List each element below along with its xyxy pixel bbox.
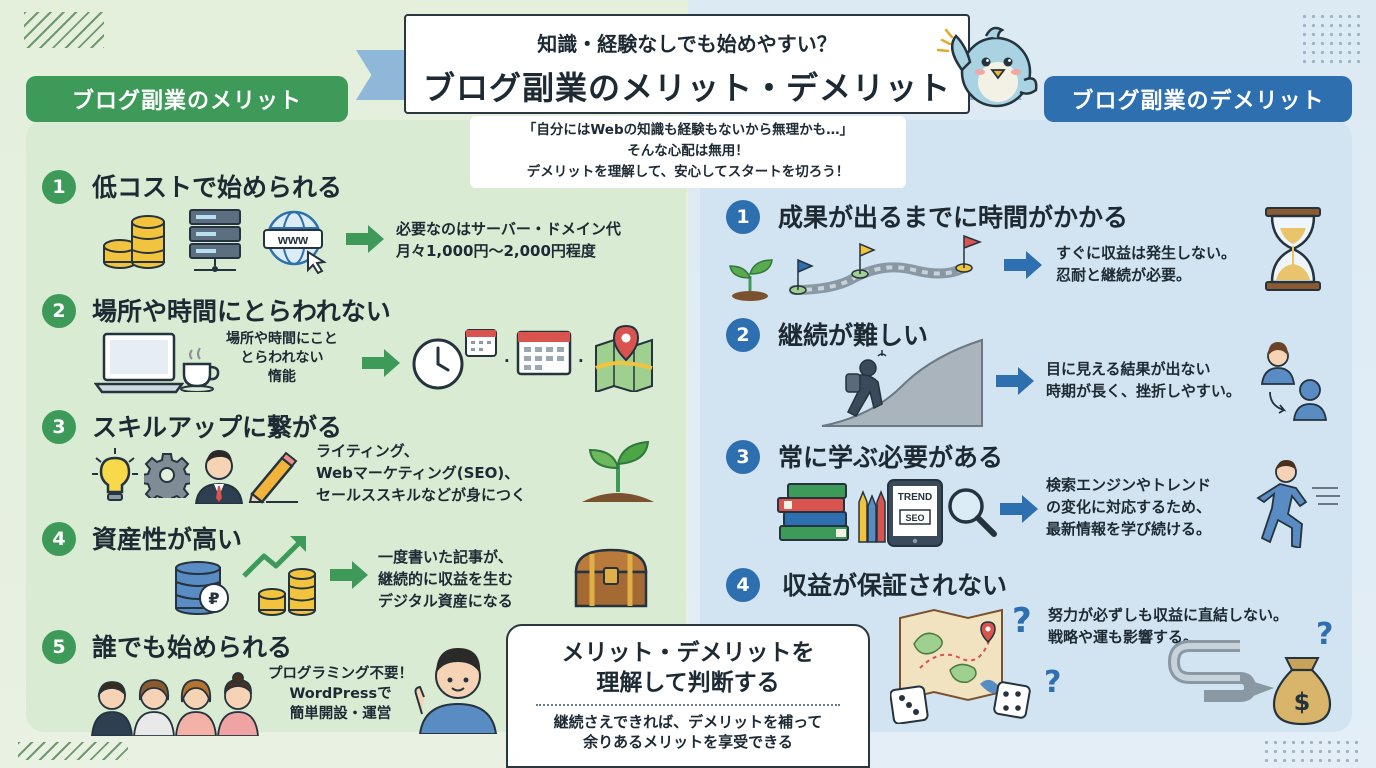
page-title: ブログ副業のメリット・デメリット bbox=[422, 69, 951, 107]
money-bag-icon: $ bbox=[1272, 657, 1332, 726]
question-mark-icon: ? bbox=[1316, 617, 1334, 652]
dot-separator: · bbox=[504, 352, 510, 370]
seo-label: SEO bbox=[905, 513, 924, 523]
books-icon bbox=[777, 483, 849, 541]
merit-3-title: スキルアップに繋がる bbox=[92, 413, 343, 442]
bird-mascot-icon bbox=[936, 26, 1038, 108]
question-mark-icon: ? bbox=[1012, 601, 1032, 641]
climbing-slope-icon bbox=[821, 338, 983, 427]
demerit-3-title: 常に学ぶ必要がある bbox=[778, 443, 1004, 472]
merit-5-title: 誰でも始められる bbox=[92, 633, 293, 662]
question-mark-icon: ? bbox=[1044, 665, 1062, 700]
demerit-4-number: 4 bbox=[726, 568, 760, 602]
merit-5-number: 5 bbox=[42, 630, 76, 664]
clock-icon bbox=[412, 338, 464, 390]
treasure-map-dice-icon bbox=[890, 608, 1031, 724]
decor-dots-bottom bbox=[1262, 738, 1358, 762]
treasure-chest-icon bbox=[574, 548, 648, 608]
database-coin-icon: ₽ bbox=[175, 561, 229, 615]
title-subtitle: 知識・経験なしでも始めやすい？ bbox=[537, 32, 837, 56]
businessman-icon bbox=[194, 450, 244, 504]
svg-text:₽: ₽ bbox=[208, 589, 219, 608]
coins-stack-icon bbox=[258, 568, 316, 616]
arrow-right-icon bbox=[1004, 251, 1042, 279]
running-person-icon bbox=[1256, 460, 1340, 548]
progress-road-flags-icon bbox=[729, 234, 983, 301]
demerit-4-title: 収益が保証されない bbox=[782, 571, 1008, 600]
merit-4-number: 4 bbox=[42, 522, 76, 556]
merit-4-title: 資産性が高い bbox=[92, 525, 243, 554]
merit-4-desc: 一度書いた記事が、 継続的に収益を生む デジタル資産になる bbox=[378, 548, 514, 610]
demerit-1-desc: すぐに収益は発生しない。 忍耐と継続が必要。 bbox=[1056, 244, 1237, 284]
people-group-icon bbox=[91, 672, 259, 736]
pencil-icon bbox=[248, 451, 298, 504]
merit-1-title: 低コストで始められる bbox=[92, 173, 343, 202]
magnifier-icon bbox=[948, 488, 997, 537]
demerit-header: ブログ副業のデメリット bbox=[1044, 76, 1352, 122]
merit-2-title: 場所や時間にとらわれない bbox=[92, 297, 391, 326]
arrow-right-icon bbox=[996, 367, 1034, 395]
map-pin-icon bbox=[595, 324, 653, 392]
coffee-cup-icon bbox=[180, 347, 220, 392]
arrow-right-icon bbox=[1000, 495, 1038, 523]
arrow-right-icon bbox=[330, 561, 368, 589]
people-disconnect-icon bbox=[1260, 342, 1328, 421]
sprout-icon bbox=[582, 440, 654, 502]
demerit-2-title: 継続が難しい bbox=[778, 321, 929, 350]
summary-body: 継続さえできれば、デメリットを補って 余りあるメリットを享受できる bbox=[553, 713, 823, 751]
merit-3-desc: ライティング、 Webマーケティング(SEO)、 セールススキルなどが身につく bbox=[316, 442, 527, 504]
decor-stripes-bottom bbox=[18, 742, 128, 760]
laptop-icon bbox=[94, 332, 184, 394]
merit-header: ブログ副業のメリット bbox=[26, 76, 348, 122]
demerit-1-number: 1 bbox=[726, 200, 760, 234]
www-label: www bbox=[277, 232, 309, 247]
decor-stripes-top bbox=[24, 12, 104, 48]
trend-label: TREND bbox=[898, 492, 932, 503]
summary-box: メリット・デメリットを 理解して判断する 継続さえできれば、デメリットを補って … bbox=[506, 624, 870, 768]
demerit-1-title: 成果が出るまでに時間がかかる bbox=[778, 203, 1129, 232]
arrow-right-icon bbox=[362, 349, 400, 377]
merit-1-number: 1 bbox=[42, 170, 76, 204]
demerit-2-desc: 目に見える結果が出ない 時期が長く、挫折しやすい。 bbox=[1046, 360, 1241, 400]
demerit-2-number: 2 bbox=[726, 318, 760, 352]
decor-dots-top bbox=[1300, 12, 1362, 66]
calendar-small-icon bbox=[465, 329, 497, 357]
dot-separator: · bbox=[578, 352, 584, 370]
waving-person-icon bbox=[414, 648, 498, 734]
web-globe-icon: www bbox=[263, 210, 327, 275]
merit-1-desc: 必要なのはサーバー・ドメイン代 月々1,000円～2,000円程度 bbox=[396, 220, 621, 260]
coins-icon bbox=[103, 215, 165, 269]
growth-arrow-icon bbox=[242, 536, 306, 578]
demerit-4-desc: 努力が必ずしも収益に直結しない。 戦略や運も影響する。 bbox=[1048, 606, 1289, 646]
calendar-icon bbox=[516, 330, 572, 376]
curved-arrow-icon bbox=[1168, 640, 1274, 702]
merit-3-number: 3 bbox=[42, 410, 76, 444]
demerit-3-number: 3 bbox=[726, 440, 760, 474]
title-box: 知識・経験なしでも始めやすい？ ブログ副業のメリット・デメリット bbox=[404, 14, 970, 114]
merit-2-desc: 場所や時間にこと とらわれない 惰能 bbox=[226, 331, 338, 385]
hourglass-icon bbox=[1265, 207, 1321, 291]
pencils-icon bbox=[858, 489, 886, 543]
intro-text: 「自分にはWebの知識も経験もないから無理かも…」 そんな心配は無用！ デメリッ… bbox=[470, 116, 906, 188]
server-icon bbox=[189, 209, 241, 272]
summary-divider bbox=[536, 704, 840, 706]
lightbulb-icon bbox=[92, 448, 138, 501]
summary-title: メリット・デメリットを 理解して判断する bbox=[561, 640, 815, 696]
merit-2-number: 2 bbox=[42, 294, 76, 328]
gear-icon bbox=[144, 453, 190, 498]
demerit-3-desc: 検索エンジンやトレンド の変化に対応するため、 最新情報を学び続ける。 bbox=[1046, 476, 1212, 538]
arrow-right-icon bbox=[346, 225, 384, 253]
tablet-trend-seo-icon: TREND SEO bbox=[887, 479, 943, 547]
merit-5-desc: プログラミング不要！ WordPressで 簡単開設・運営 bbox=[268, 666, 413, 722]
svg-text:$: $ bbox=[1294, 688, 1311, 716]
